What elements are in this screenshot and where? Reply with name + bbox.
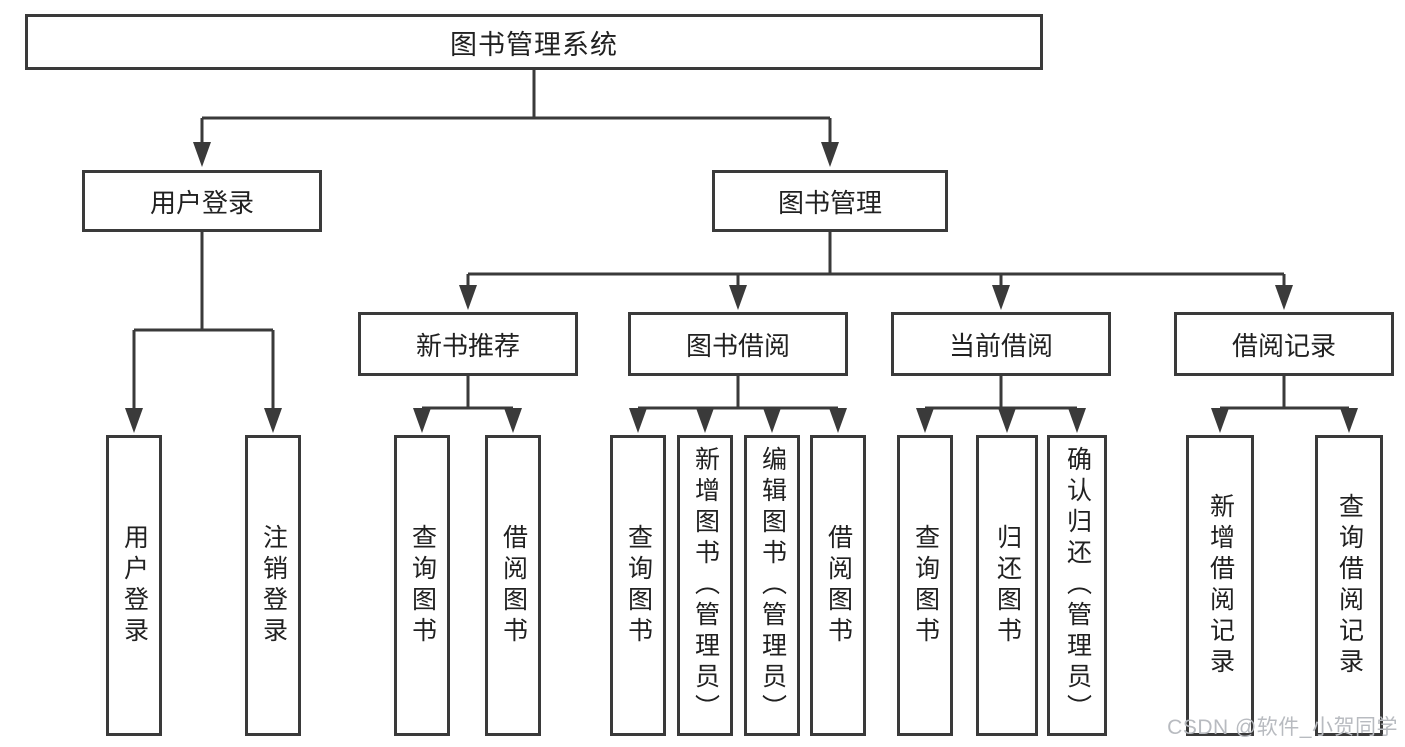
leaf-logout: 注销登录 <box>245 435 301 736</box>
node-root-label: 图书管理系统 <box>450 29 618 60</box>
leaf-query-books-current: 查询图书 <box>897 435 953 736</box>
leaf-add-borrow-record: 新增借阅记录 <box>1186 435 1254 736</box>
node-new-book-recommend-label: 新书推荐 <box>415 330 520 361</box>
leaf-edit-book-admin-label: 编辑图书（管理员） <box>758 446 787 725</box>
leaf-borrow-books: 借阅图书 <box>810 435 866 736</box>
node-book-borrowing-label: 图书借阅 <box>685 330 790 361</box>
node-user-login: 用户登录 <box>82 170 322 232</box>
leaf-edit-book-admin: 编辑图书（管理员） <box>744 435 800 736</box>
leaf-user-login-label: 用户登录 <box>120 523 149 648</box>
leaf-query-books-recommend-label: 查询图书 <box>408 523 437 648</box>
node-root: 图书管理系统 <box>25 14 1043 70</box>
leaf-borrow-books-recommend-label: 借阅图书 <box>499 523 528 648</box>
leaf-query-borrow-record-label: 查询借阅记录 <box>1335 492 1364 679</box>
leaf-query-books-current-label: 查询图书 <box>911 523 940 648</box>
leaf-add-book-admin: 新增图书（管理员） <box>677 435 733 736</box>
leaf-borrow-books-recommend: 借阅图书 <box>485 435 541 736</box>
leaf-query-books-borrow-label: 查询图书 <box>624 523 653 648</box>
node-book-management: 图书管理 <box>712 170 948 232</box>
node-current-borrowing: 当前借阅 <box>891 312 1111 376</box>
watermark: CSDN @软件_小贺同学 <box>1167 716 1398 739</box>
node-user-login-label: 用户登录 <box>149 187 254 218</box>
leaf-user-login: 用户登录 <box>106 435 162 736</box>
leaf-add-borrow-record-label: 新增借阅记录 <box>1206 492 1235 679</box>
leaf-confirm-return-admin-label: 确认归还（管理员） <box>1063 446 1092 725</box>
leaf-return-book-label: 归还图书 <box>993 523 1022 648</box>
leaf-logout-label: 注销登录 <box>259 523 288 648</box>
node-borrowing-records-label: 借阅记录 <box>1231 330 1336 361</box>
node-new-book-recommend: 新书推荐 <box>358 312 578 376</box>
leaf-query-books-recommend: 查询图书 <box>394 435 450 736</box>
leaf-query-books-borrow: 查询图书 <box>610 435 666 736</box>
leaf-query-borrow-record: 查询借阅记录 <box>1315 435 1383 736</box>
leaf-add-book-admin-label: 新增图书（管理员） <box>691 446 720 725</box>
leaf-confirm-return-admin: 确认归还（管理员） <box>1047 435 1107 736</box>
leaf-return-book: 归还图书 <box>976 435 1038 736</box>
node-current-borrowing-label: 当前借阅 <box>948 330 1053 361</box>
arrowheads <box>125 142 1358 433</box>
leaf-borrow-books-label: 借阅图书 <box>824 523 853 648</box>
node-borrowing-records: 借阅记录 <box>1174 312 1394 376</box>
node-book-borrowing: 图书借阅 <box>628 312 848 376</box>
node-book-management-label: 图书管理 <box>777 187 882 218</box>
